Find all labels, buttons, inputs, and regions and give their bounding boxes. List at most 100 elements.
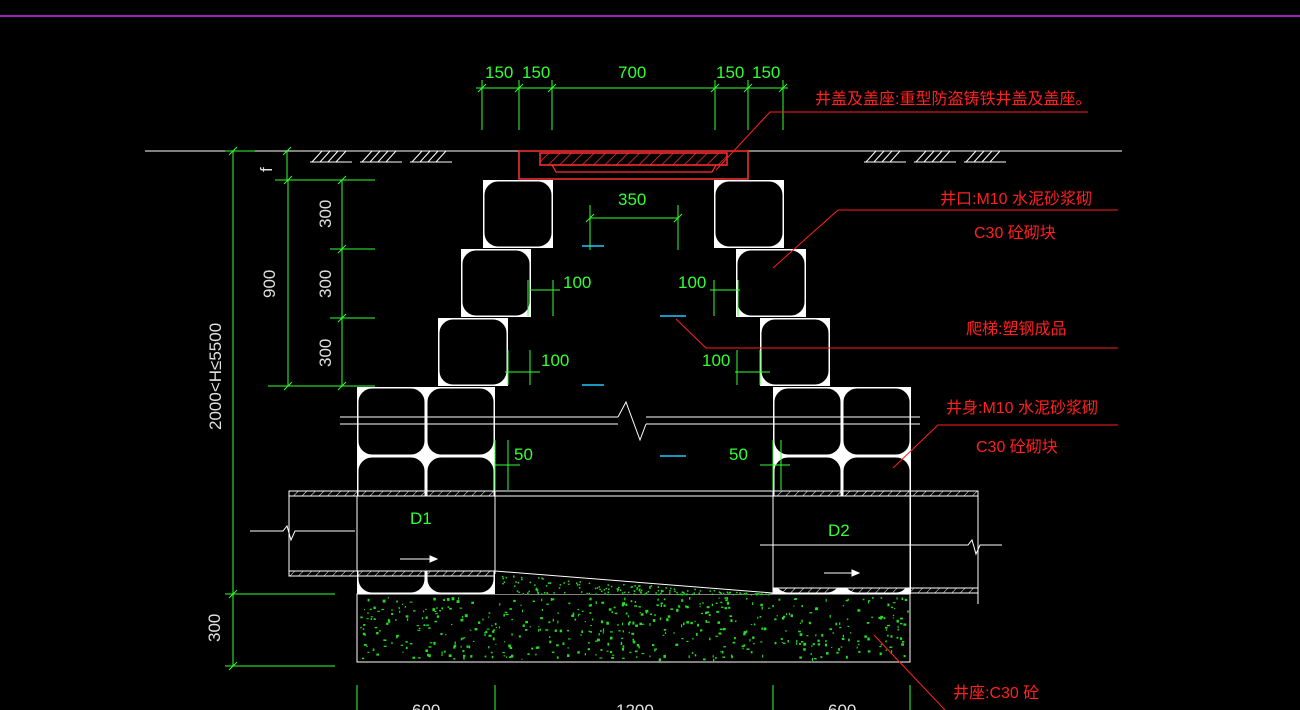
speckle-dot [634, 650, 638, 653]
speckle-dot [598, 586, 601, 588]
speckle-dot [650, 585, 653, 587]
speckle-dot [363, 644, 367, 646]
speckle-dot [774, 618, 777, 621]
speckle-dot [553, 592, 555, 594]
dim-tick [477, 83, 487, 93]
speckle-dot [624, 597, 626, 601]
speckle-dot [592, 618, 594, 621]
speckle-dot [743, 631, 747, 635]
speckle-dot [622, 645, 625, 648]
speckle-dot [745, 592, 747, 595]
masonry-blocks [356, 180, 911, 594]
speckle-dot [691, 652, 694, 654]
speckle-dot [488, 634, 492, 637]
speckle-dot [516, 590, 519, 592]
speckle-dot [571, 614, 574, 617]
speckle-dot [477, 621, 481, 624]
speckle-dot [372, 648, 375, 651]
speckle-dot [762, 654, 764, 658]
speckle-dot [761, 606, 763, 610]
speckle-dot [639, 585, 641, 587]
speckle-dot [698, 592, 700, 594]
speckle-dot [566, 629, 570, 632]
speckle-dot [900, 617, 903, 620]
speckle-dot [515, 581, 517, 583]
speckle-dot [688, 655, 690, 658]
speckle-dot [681, 593, 684, 596]
speckle-dot [556, 644, 559, 647]
speckle-dot [783, 615, 786, 618]
speckle-dot [725, 599, 728, 602]
speckle-dot [889, 646, 893, 648]
speckle-dot [597, 638, 600, 642]
speckle-dot [742, 647, 744, 650]
speckle-dot [746, 597, 748, 600]
masonry-block [438, 318, 508, 386]
speckle-dot [367, 598, 370, 602]
speckle-dot [429, 642, 433, 644]
speckle-dot [879, 646, 882, 648]
speckle-dot [360, 616, 363, 619]
speckle-dot [681, 599, 684, 602]
speckle-dot [639, 612, 641, 614]
top-dim-2: 150 [522, 63, 550, 82]
speckle-dot [896, 597, 898, 600]
speckle-dot [608, 588, 610, 590]
speckle-dot [901, 643, 904, 646]
speckle-dot [896, 636, 899, 639]
speckle-dot [621, 592, 624, 594]
speckle-dot [887, 624, 890, 627]
masonry-block [461, 249, 531, 317]
speckle-dot [903, 655, 906, 658]
speckle-dot [785, 630, 787, 632]
benching-fill [495, 574, 773, 594]
speckle-dot [406, 618, 409, 621]
speckle-dot [729, 615, 732, 617]
speckle-dot [537, 591, 539, 594]
concrete-speckle [360, 575, 909, 662]
speckle-dot [760, 641, 763, 643]
speckle-dot [495, 626, 497, 629]
speckle-dot [776, 614, 778, 617]
speckle-dot [373, 618, 376, 620]
speckle-dot [825, 640, 827, 643]
speckle-dot [502, 577, 504, 580]
speckle-dot [757, 593, 759, 595]
speckle-dot [846, 655, 848, 659]
speckle-dot [486, 628, 490, 630]
speckle-dot [547, 582, 550, 584]
speckle-dot [753, 623, 756, 626]
speckle-dot [474, 628, 478, 631]
speckle-dot [549, 640, 552, 644]
speckle-dot [670, 587, 672, 590]
speckle-dot [724, 597, 727, 599]
speckle-dot [713, 589, 716, 592]
speckle-dot [488, 616, 490, 618]
speckle-dot [623, 584, 625, 586]
speckle-dot [842, 634, 844, 638]
speckle-dot [739, 592, 741, 594]
speckle-dot [708, 614, 711, 617]
speckle-dot [630, 600, 633, 603]
speckle-dot [871, 616, 873, 618]
speckle-dot [638, 606, 641, 608]
speckle-dot [362, 657, 365, 660]
speckle-dot [824, 643, 827, 647]
speckle-dot [723, 628, 726, 630]
dim-tick [283, 175, 293, 185]
speckle-dot [638, 589, 641, 592]
speckle-dot [691, 593, 694, 596]
speckle-dot [366, 645, 368, 648]
speckle-dot [699, 629, 703, 632]
dim-tick [514, 83, 524, 93]
speckle-dot [367, 651, 370, 653]
speckle-dot [405, 641, 408, 643]
speckle-dot [525, 629, 528, 631]
speckle-dot [568, 638, 571, 640]
speckle-dot [683, 592, 686, 595]
speckle-dot [711, 603, 713, 607]
speckle-dot [378, 630, 381, 632]
speckle-dot [622, 602, 625, 605]
speckle-dot [706, 611, 710, 614]
